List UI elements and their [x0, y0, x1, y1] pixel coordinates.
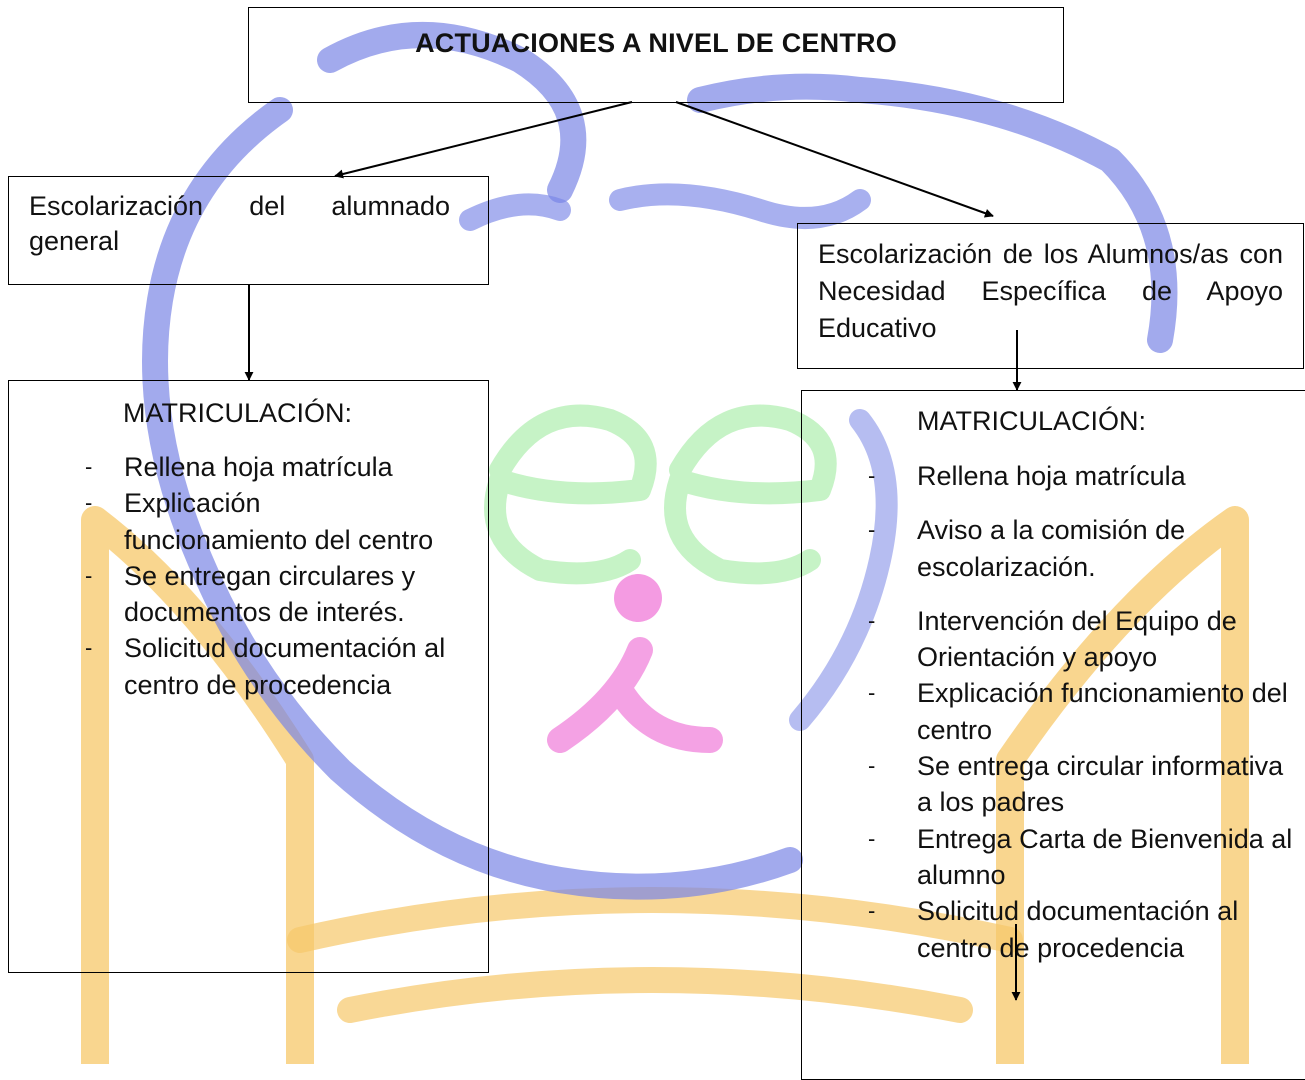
- bullet-dash: -: [85, 635, 93, 661]
- list-item-text: Explicación funcionamiento del centro: [124, 488, 434, 555]
- right-list-box: MATRICULACIÓN: - Rellena hoja matrícula -…: [801, 390, 1305, 1080]
- list-item-text: Se entrega circular informativa a los pa…: [917, 751, 1284, 818]
- right-header-box: Escolarización de los Alumnos/as con Nec…: [797, 223, 1304, 369]
- bullet-dash: -: [868, 753, 876, 779]
- left-list-box: MATRICULACIÓN: - Rellena hoja matrícula -…: [8, 380, 489, 973]
- list-item-text: Solicitud documentación al centro de pro…: [124, 633, 446, 700]
- bullet-dash: -: [85, 562, 93, 588]
- watermark-pink-stem: [547, 637, 723, 753]
- list-item-text: Aviso a la comisión de escolarización.: [917, 515, 1186, 582]
- watermark-book-spine: [287, 887, 1023, 1023]
- bullet-dash: -: [868, 463, 876, 488]
- list-item: - Entrega Carta de Bienvenida al alumno: [802, 821, 1302, 894]
- list-item: - Rellena hoja matrícula: [9, 449, 449, 485]
- list-item: - Rellena hoja matrícula: [802, 458, 1302, 494]
- watermark-green-e2: [664, 404, 837, 585]
- bullet-dash: -: [868, 607, 876, 633]
- list-item-text: Solicitud documentación al centro de pro…: [917, 896, 1239, 963]
- bullet-dash: -: [868, 517, 876, 543]
- list-item: - Explicación funcionamiento del centro: [802, 675, 1302, 748]
- list-item: - Solicitud documentación al centro de pr…: [9, 630, 449, 703]
- watermark-face-brow: [459, 183, 871, 231]
- watermark-book-right: [996, 506, 1249, 1064]
- bullet-dash: -: [868, 680, 876, 706]
- watermark-face-cheek: [789, 409, 898, 731]
- list-item: - Explicación funcionamiento del centro: [9, 485, 449, 558]
- right-list-title: MATRICULACIÓN:: [917, 406, 1147, 436]
- list-item: - Aviso a la comisión de escolarización.: [802, 512, 1302, 585]
- diagram-title: ACTUACIONES A NIVEL DE CENTRO: [415, 28, 897, 58]
- watermark-pink-dot: [614, 574, 662, 622]
- bullet-dash: -: [868, 825, 876, 851]
- list-item-text: Intervención del Equipo de Orientación y…: [917, 605, 1237, 673]
- list-item: - Se entrega circular informativa a los p…: [802, 748, 1302, 821]
- bullet-dash: -: [85, 490, 93, 516]
- title-box: ACTUACIONES A NIVEL DE CENTRO: [248, 7, 1064, 103]
- left-header-box: Escolarización del alumnado general: [8, 176, 489, 285]
- bullet-dash: -: [868, 898, 876, 924]
- list-item-text: Explicación funcionamiento del centro: [917, 678, 1288, 745]
- right-item-list: - Rellena hoja matrícula - Aviso a la comi…: [802, 458, 1302, 966]
- list-item-text: Entrega Carta de Bienvenida al alumno: [917, 823, 1293, 890]
- left-list-title: MATRICULACIÓN:: [123, 398, 353, 428]
- watermark-book-left: [81, 506, 314, 1064]
- list-item-text: Rellena hoja matrícula: [124, 452, 393, 482]
- watermark-green-e1: [484, 404, 657, 585]
- list-item: - Intervención del Equipo de Orientación …: [802, 603, 1302, 676]
- left-item-list: - Rellena hoja matrícula - Explicación fun…: [9, 449, 449, 703]
- list-item: - Se entregan circulares y documentos de …: [9, 558, 449, 631]
- list-item-text: Rellena hoja matrícula: [917, 461, 1186, 491]
- bullet-dash: -: [85, 454, 93, 479]
- left-header-text: Escolarización del alumnado general: [29, 191, 450, 256]
- list-item-text: Se entregan circulares y documentos de i…: [124, 560, 416, 628]
- right-header-text: Escolarización de los Alumnos/as con Nec…: [818, 239, 1283, 343]
- list-item: - Solicitud documentación al centro de pr…: [802, 893, 1302, 966]
